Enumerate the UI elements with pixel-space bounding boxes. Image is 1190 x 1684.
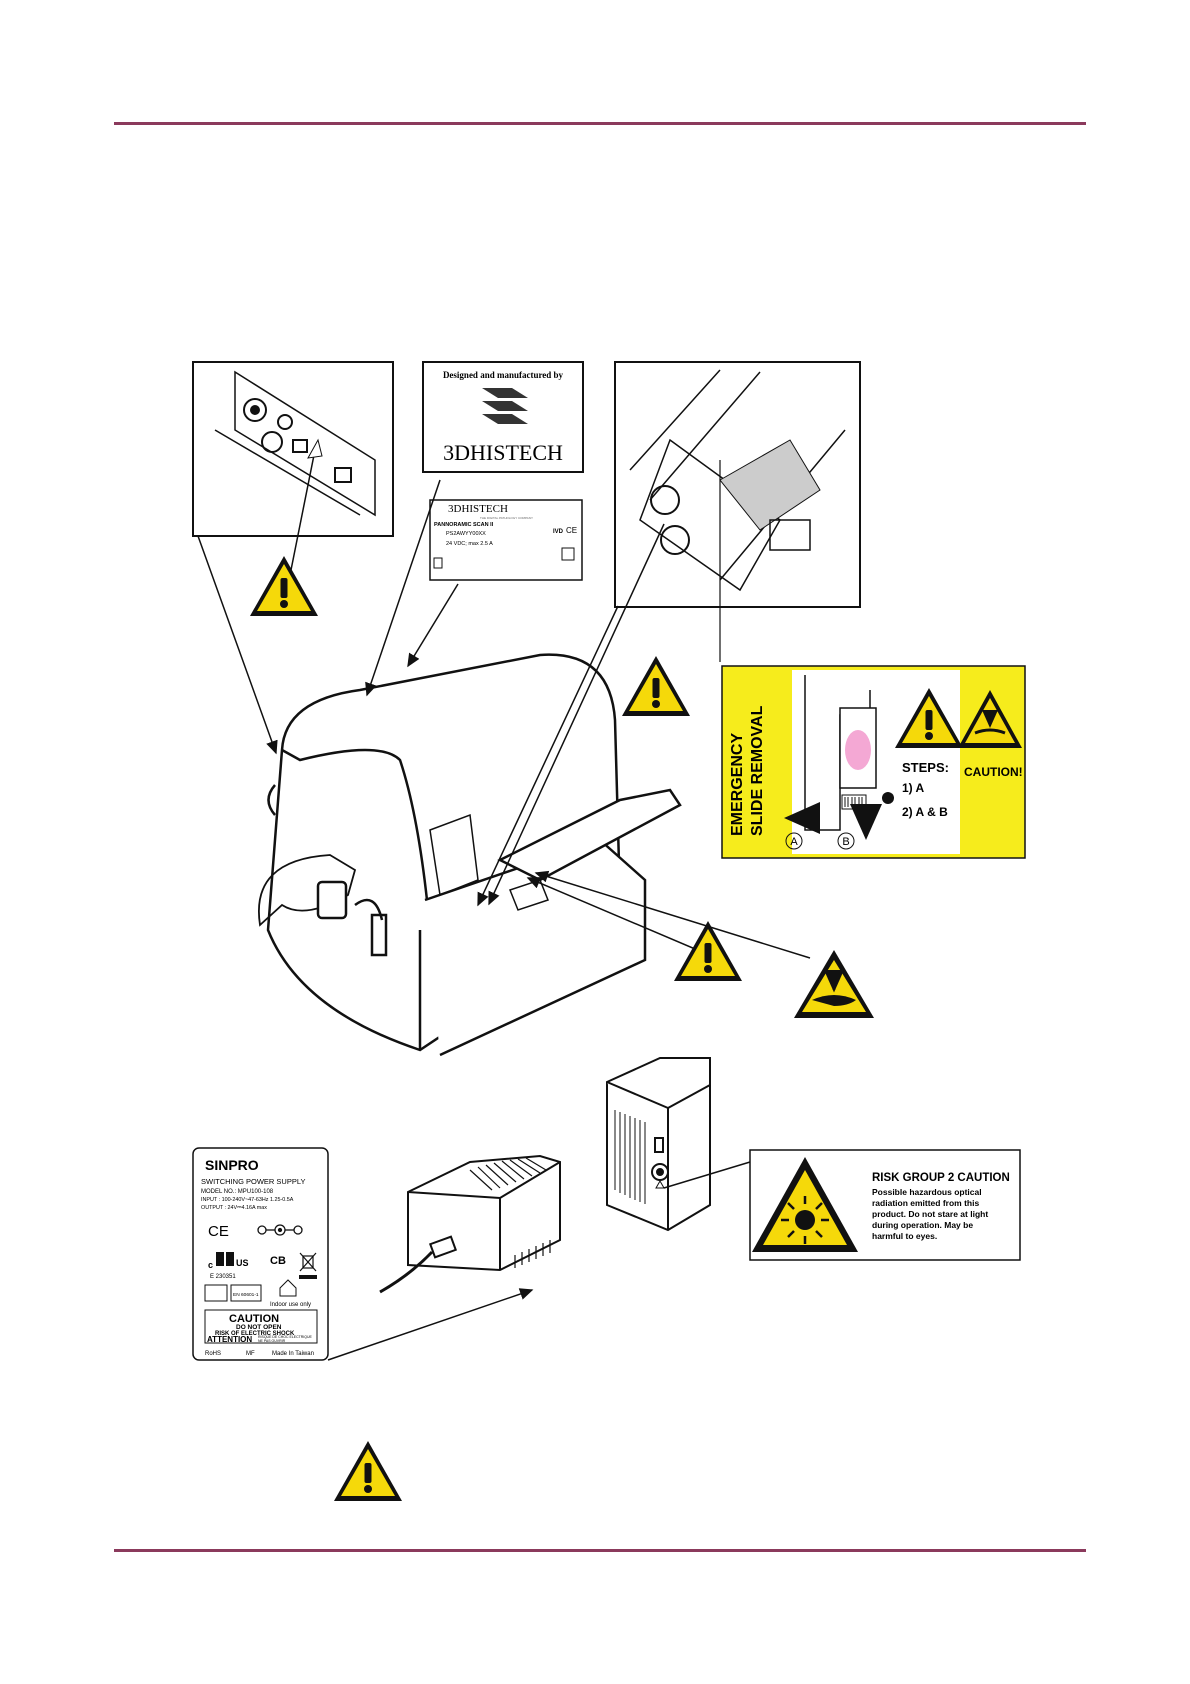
bottom-rule — [114, 1549, 1086, 1552]
svg-text:SWITCHING POWER SUPPLY: SWITCHING POWER SUPPLY — [201, 1177, 305, 1186]
svg-text:RISK OF ELECTRIC SHOCK: RISK OF ELECTRIC SHOCK — [215, 1331, 295, 1337]
device-type-label: 3DHISTECH THE DIGITAL PATHOLOGY COMPANY … — [429, 499, 583, 581]
svg-text:24 VDC; max 2.5 A: 24 VDC; max 2.5 A — [446, 541, 493, 547]
svg-text:THE DIGITAL PATHOLOGY COMPANY: THE DIGITAL PATHOLOGY COMPANY — [480, 516, 533, 520]
sinpro-brand: SINPRO — [205, 1157, 259, 1173]
risk-group-2-label: RISK GROUP 2 CAUTION Possible hazardous … — [749, 1149, 1021, 1261]
svg-text:during operation. May be: during operation. May be — [872, 1220, 973, 1230]
svg-text:A: A — [790, 836, 798, 848]
manufacturer-logo-panel: Designed and manufactured by 3DHISTECH — [422, 361, 584, 473]
svg-text:E 230351: E 230351 — [210, 1274, 236, 1280]
svg-text:Possible hazardous optical: Possible hazardous optical — [872, 1187, 982, 1197]
optical-radiation-warning-icon — [752, 1157, 858, 1252]
svg-text:c: c — [208, 1260, 213, 1270]
warning-triangle-icon — [674, 921, 742, 981]
weee-bin-icon — [299, 1252, 317, 1272]
power-supply-drawing — [327, 1154, 561, 1361]
top-rule — [114, 122, 1086, 125]
svg-text:CE: CE — [566, 526, 577, 535]
emergency-slide-removal-label: EMERGENCY SLIDE REMOVAL A B STEPS: 1) A … — [721, 665, 1026, 859]
svg-text:CAUTION: CAUTION — [229, 1313, 279, 1325]
warning-triangle-icon — [250, 556, 318, 616]
svg-text:RISK GROUP 2 CAUTION: RISK GROUP 2 CAUTION — [872, 1172, 1010, 1184]
emergency-title-2: SLIDE REMOVAL — [749, 705, 766, 836]
svg-text:ATTENTION: ATTENTION — [207, 1335, 252, 1344]
svg-text:Made In Taiwan: Made In Taiwan — [272, 1351, 314, 1357]
svg-text:2) A & B: 2) A & B — [902, 805, 948, 819]
svg-text:INPUT : 100-240V~47-63Hz 1.25-: INPUT : 100-240V~47-63Hz 1.25-0.5A — [201, 1197, 294, 1203]
svg-text:US: US — [236, 1258, 249, 1268]
polarity-icon — [257, 1224, 303, 1236]
indoor-house-icon — [279, 1279, 297, 1297]
svg-text:3DHISTECH: 3DHISTECH — [448, 503, 508, 515]
svg-text:1) A: 1) A — [902, 781, 925, 795]
svg-text:MF: MF — [246, 1351, 255, 1357]
svg-text:radiation emitted from this: radiation emitted from this — [872, 1198, 979, 1208]
svg-text:B: B — [842, 836, 849, 848]
svg-text:Indoor use only: Indoor use only — [270, 1302, 311, 1308]
svg-text:OUTPUT : 24V⎓4.16A max: OUTPUT : 24V⎓4.16A max — [201, 1205, 267, 1211]
psu-rating-label: SINPRO SWITCHING POWER SUPPLY MODEL NO.:… — [192, 1147, 329, 1361]
illuminator-unit-drawing — [606, 1057, 751, 1232]
mechanism-closeup-panel — [614, 361, 861, 662]
svg-text:PANNORAMIC SCAN II: PANNORAMIC SCAN II — [434, 522, 494, 528]
logo-caption: Designed and manufactured by — [443, 370, 564, 380]
svg-text:MODEL NO.: MPU100-108: MODEL NO.: MPU100-108 — [201, 1189, 274, 1195]
emergency-title-1: EMERGENCY — [729, 733, 746, 836]
svg-text:product. Do not stare at light: product. Do not stare at light — [872, 1209, 988, 1219]
svg-text:PS2AWYY00XX: PS2AWYY00XX — [446, 531, 486, 537]
svg-text:EN 60601-1: EN 60601-1 — [233, 1292, 259, 1298]
svg-text:harmful to eyes.: harmful to eyes. — [872, 1231, 937, 1241]
svg-text:CE: CE — [208, 1223, 229, 1240]
svg-text:NE PAS OUVRIR: NE PAS OUVRIR — [258, 1339, 286, 1343]
svg-text:IVD: IVD — [553, 529, 564, 535]
hand-crush-warning-icon — [958, 690, 1022, 748]
warning-triangle-icon — [622, 656, 690, 716]
scanner-device-drawing — [258, 653, 682, 1057]
svg-text:STEPS:: STEPS: — [902, 760, 949, 775]
svg-text:RoHS: RoHS — [205, 1351, 221, 1357]
logo-brand: 3DHISTECH — [443, 440, 563, 465]
warning-triangle-icon — [334, 1441, 402, 1501]
3dhistech-logo-icon — [482, 388, 528, 424]
svg-text:RISQUE DE CHOC ELECTRIQUE: RISQUE DE CHOC ELECTRIQUE — [258, 1335, 313, 1339]
ul-mark-icon — [216, 1252, 234, 1266]
svg-text:CAUTION!: CAUTION! — [964, 765, 1023, 779]
svg-text:CB: CB — [270, 1255, 286, 1267]
rear-connector-panel — [192, 361, 394, 591]
slide-specimen — [845, 730, 871, 770]
svg-text:DO NOT OPEN: DO NOT OPEN — [236, 1324, 282, 1331]
hand-crush-warning-icon — [794, 950, 874, 1018]
